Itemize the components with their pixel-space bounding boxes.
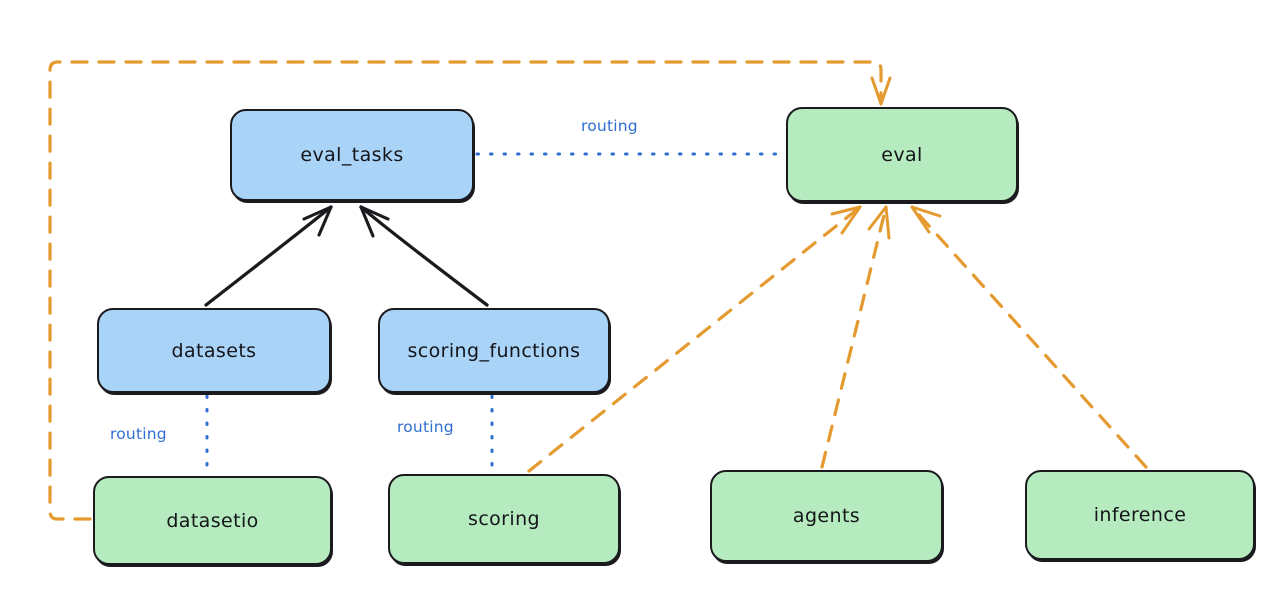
edge-scoring_functions-to-eval_tasks bbox=[359, 205, 489, 307]
node-datasets[interactable]: datasets bbox=[97, 308, 331, 393]
node-label-scoring: scoring bbox=[468, 508, 540, 530]
node-label-eval-tasks: eval_tasks bbox=[300, 144, 404, 166]
node-agents[interactable]: agents bbox=[710, 470, 943, 562]
node-label-datasets: datasets bbox=[171, 339, 257, 362]
node-scoring-functions[interactable]: scoring_functions bbox=[378, 308, 610, 393]
node-scoring[interactable]: scoring bbox=[388, 474, 620, 564]
node-label-eval: eval bbox=[881, 143, 923, 166]
node-eval-tasks[interactable]: eval_tasks bbox=[230, 109, 474, 201]
node-datasetio[interactable]: datasetio bbox=[93, 476, 332, 565]
edge-inference-to-eval bbox=[910, 205, 1148, 469]
edge-label-routing-datasetio: routing bbox=[110, 425, 167, 443]
node-label-scoring-functions: scoring_functions bbox=[407, 339, 581, 362]
edge-label-routing-scoring: routing bbox=[397, 418, 454, 436]
edge-label-routing-eval: routing bbox=[581, 117, 638, 135]
node-label-inference: inference bbox=[1093, 504, 1187, 526]
node-label-agents: agents bbox=[792, 505, 861, 527]
edge-datasets-to-eval_tasks bbox=[204, 205, 333, 307]
node-eval[interactable]: eval bbox=[786, 107, 1018, 202]
node-label-datasetio: datasetio bbox=[166, 509, 259, 532]
edge-agents-to-eval bbox=[820, 205, 891, 469]
node-inference[interactable]: inference bbox=[1025, 470, 1255, 560]
